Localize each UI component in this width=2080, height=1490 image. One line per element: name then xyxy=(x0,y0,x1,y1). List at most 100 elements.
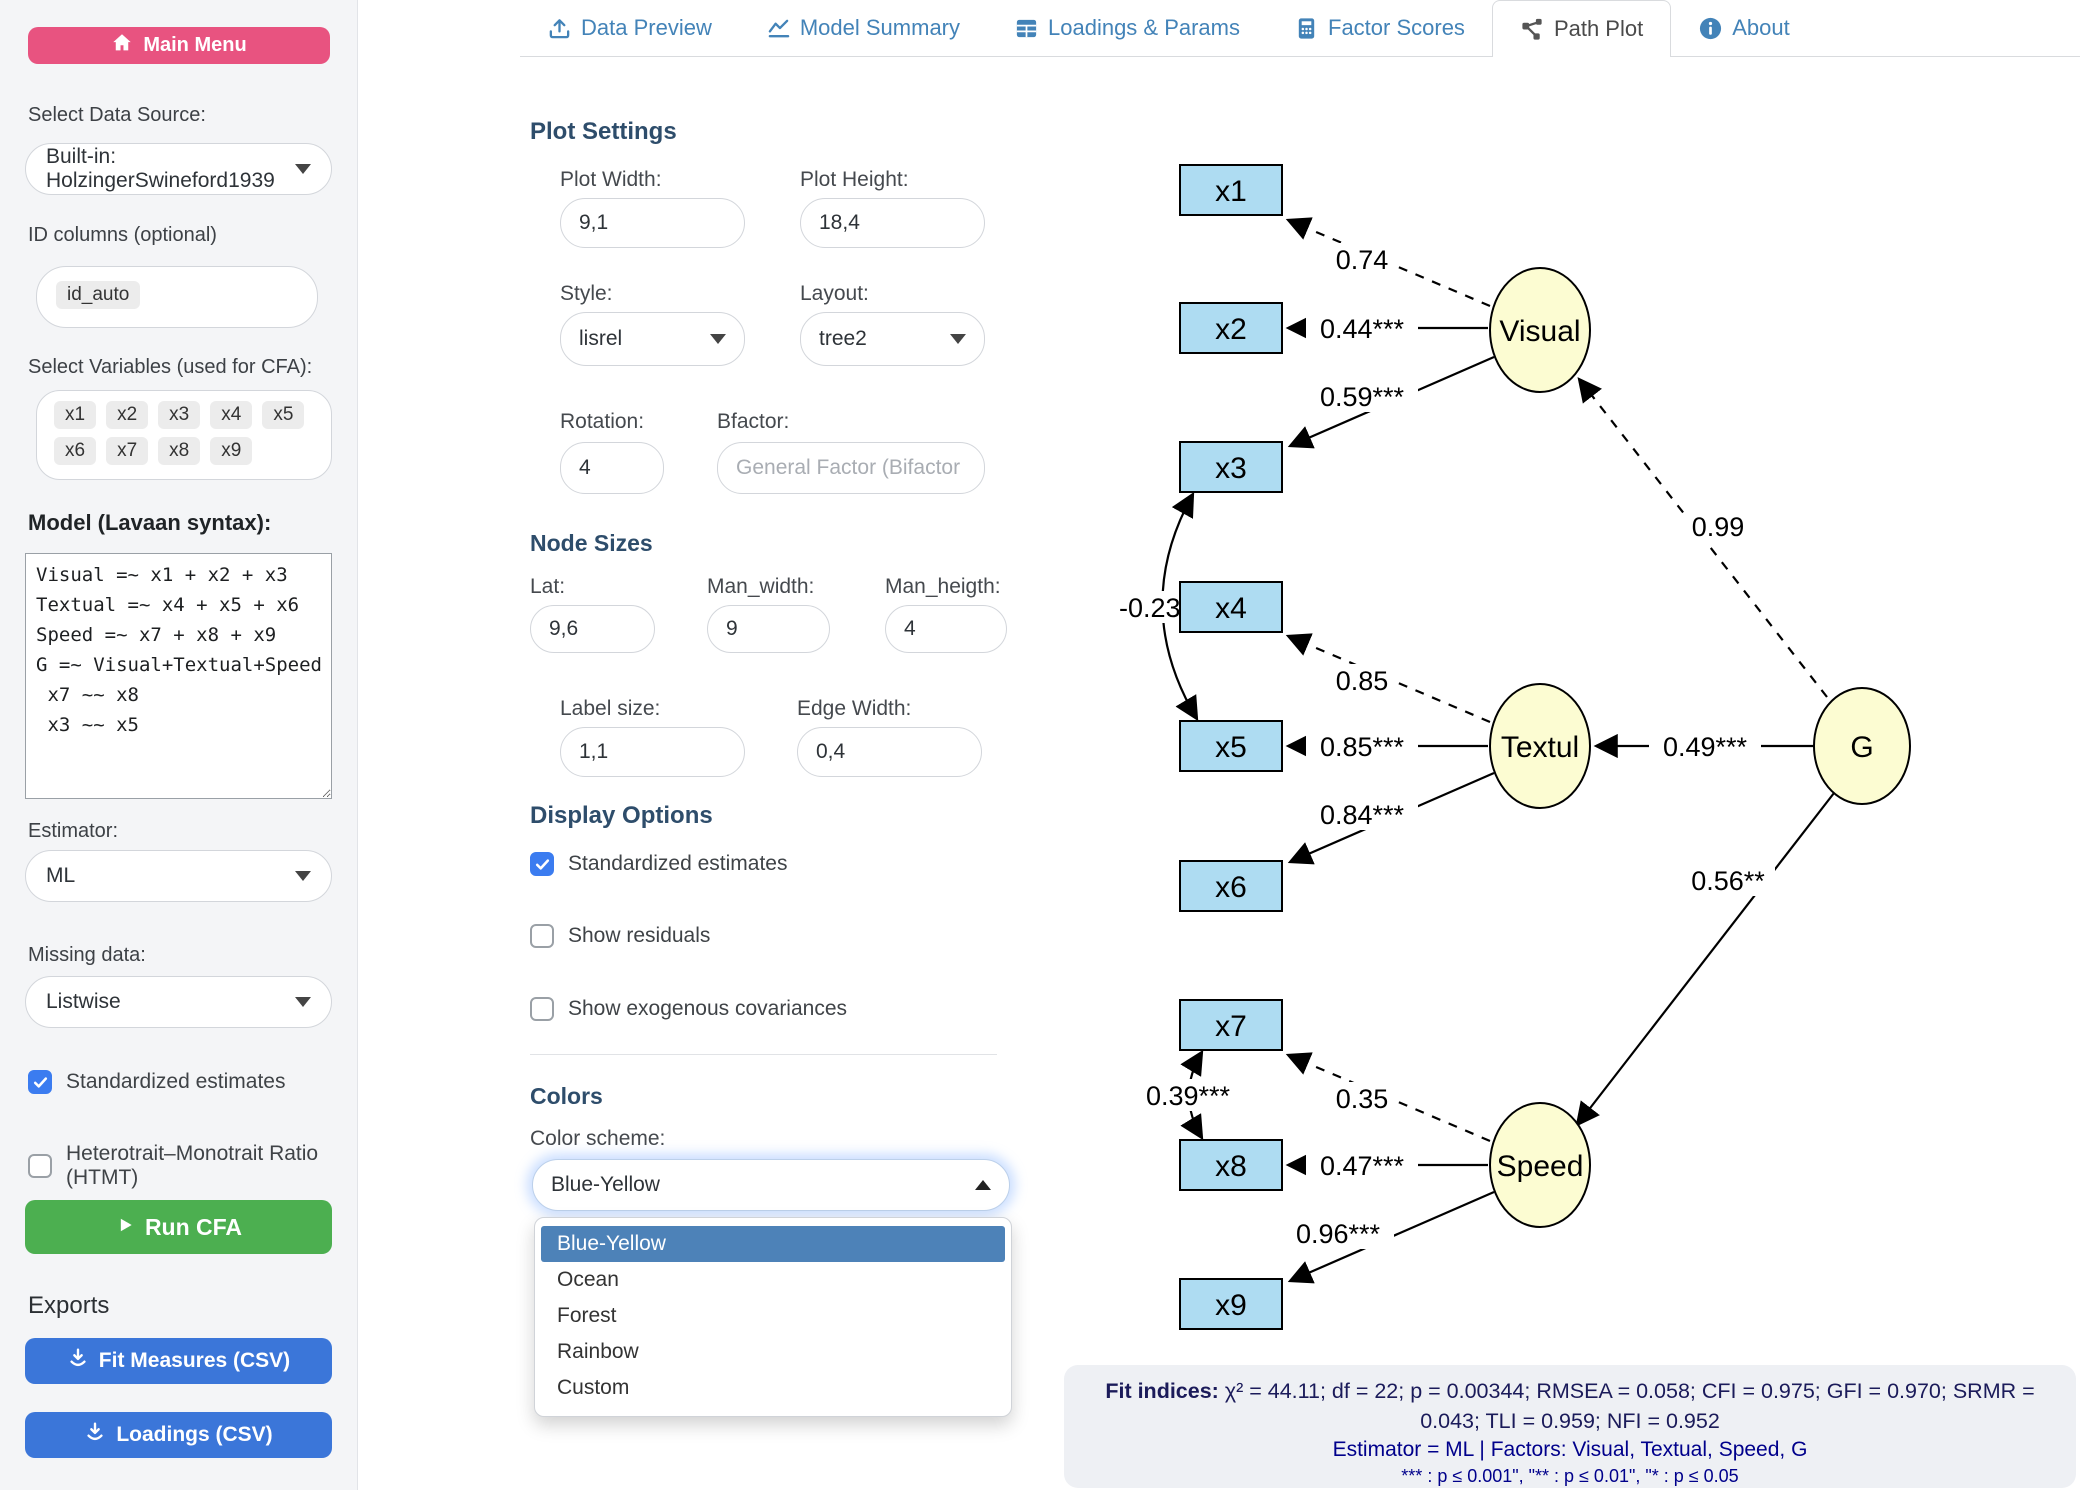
dropdown-option-custom[interactable]: Custom xyxy=(557,1376,630,1399)
fit-stats-prefix: Fit indices: xyxy=(1105,1379,1219,1403)
section-divider xyxy=(530,1054,997,1055)
show-residuals-label: Show residuals xyxy=(568,924,711,947)
edge-label: 0.35 xyxy=(1336,1084,1389,1114)
rotation-label: Rotation: xyxy=(560,410,645,433)
dropdown-option-blue-yellow[interactable]: Blue-Yellow xyxy=(541,1226,1005,1262)
lat-input[interactable] xyxy=(530,605,655,653)
standardized-estimates-option[interactable]: Standardized estimates xyxy=(530,852,787,876)
latent-nodes: Visual Textul Speed G xyxy=(1489,267,1911,1228)
style-select[interactable]: lisrel xyxy=(560,312,745,366)
show-residuals-option[interactable]: Show residuals xyxy=(530,924,710,948)
dropdown-option-forest[interactable]: Forest xyxy=(557,1304,617,1327)
edge-width-input[interactable] xyxy=(797,727,982,777)
man-width-label: Man_width: xyxy=(707,575,815,598)
missing-data-select[interactable]: Listwise xyxy=(25,976,332,1028)
node-label: x9 xyxy=(1215,1289,1247,1322)
share-nodes-icon xyxy=(1520,17,1545,42)
model-syntax-textarea[interactable]: Visual =~ x1 + x2 + x3 Textual =~ x4 + x… xyxy=(25,553,332,799)
edge-label: 0.47*** xyxy=(1320,1151,1405,1181)
dropdown-option-rainbow[interactable]: Rainbow xyxy=(557,1340,639,1363)
plot-height-input[interactable] xyxy=(800,198,985,248)
estimator-select[interactable]: ML xyxy=(25,850,332,902)
bfactor-input[interactable] xyxy=(717,442,985,494)
node-label: x1 xyxy=(1215,175,1247,208)
checkbox-unchecked[interactable] xyxy=(530,997,554,1021)
exports-heading: Exports xyxy=(28,1292,110,1319)
fit-indices-panel: Fit indices: χ² = 44.11; df = 22; p = 0.… xyxy=(1064,1365,2076,1488)
tab-model-summary[interactable]: Model Summary xyxy=(739,0,987,56)
edge-label: 0.96*** xyxy=(1296,1219,1381,1249)
variable-chip[interactable]: x3 xyxy=(158,401,201,429)
chevron-down-icon xyxy=(295,997,311,1007)
node-speed xyxy=(1489,1102,1591,1228)
color-scheme-dropdown: Blue-Yellow Ocean Forest Rainbow Custom xyxy=(534,1217,1012,1417)
id-chip[interactable]: id_auto xyxy=(56,281,141,309)
variable-chip[interactable]: x5 xyxy=(262,401,305,429)
variables-label: Select Variables (used for CFA): xyxy=(28,356,313,378)
chart-line-icon xyxy=(766,16,791,41)
edge-label: 0.56** xyxy=(1691,866,1765,896)
tab-factor-scores[interactable]: Factor Scores xyxy=(1267,0,1492,56)
tab-label: Loadings & Params xyxy=(1048,15,1240,40)
layout-select[interactable]: tree2 xyxy=(800,312,985,366)
loadings-csv-label: Loadings (CSV) xyxy=(116,1423,273,1446)
edge-label: 0.84*** xyxy=(1320,800,1405,830)
node-label: x8 xyxy=(1215,1150,1247,1183)
variable-chip[interactable]: x6 xyxy=(54,437,97,465)
variable-chip[interactable]: x2 xyxy=(106,401,149,429)
variables-input[interactable]: x1 x2 x3 x4 x5 x6 x7 x8 x9 xyxy=(36,390,332,480)
tab-about[interactable]: About xyxy=(1671,0,1817,56)
variable-chip[interactable]: x8 xyxy=(158,437,201,465)
run-cfa-label: Run CFA xyxy=(144,1213,243,1240)
show-exogenous-option[interactable]: Show exogenous covariances xyxy=(530,997,847,1021)
dropdown-option-ocean[interactable]: Ocean xyxy=(557,1268,619,1291)
tab-loadings-params[interactable]: Loadings & Params xyxy=(987,0,1267,56)
style-label: Style: xyxy=(560,282,613,305)
run-cfa-button[interactable]: Run CFA xyxy=(25,1200,332,1254)
variable-chip[interactable]: x7 xyxy=(106,437,149,465)
chevron-up-icon xyxy=(975,1180,991,1190)
checkbox-checked[interactable] xyxy=(530,852,554,876)
main-menu-button[interactable]: Main Menu xyxy=(28,27,330,64)
man-height-input[interactable] xyxy=(885,605,1007,653)
node-textual xyxy=(1489,683,1591,809)
display-options-heading: Display Options xyxy=(530,802,713,829)
chevron-down-icon xyxy=(950,334,966,344)
main-menu-label: Main Menu xyxy=(143,34,247,56)
show-exogenous-label: Show exogenous covariances xyxy=(568,997,848,1020)
fit-significance-line: *** : p ≤ 0.001", "** : p ≤ 0.01", "* : … xyxy=(1401,1466,1739,1486)
htmt-label: Heterotrait–Monotrait Ratio (HTMT) xyxy=(66,1142,319,1189)
id-columns-input[interactable]: id_auto xyxy=(36,266,318,328)
tab-path-plot[interactable]: Path Plot xyxy=(1491,0,1672,57)
fit-stats-line: Fit indices: χ² = 44.11; df = 22; p = 0.… xyxy=(1090,1376,2050,1436)
data-source-label: Select Data Source: xyxy=(28,104,206,126)
label-size-input[interactable] xyxy=(560,727,745,777)
data-source-select[interactable]: Built-in: HolzingerSwineford1939 xyxy=(25,143,332,195)
plot-width-input[interactable] xyxy=(560,198,745,248)
checkbox-unchecked[interactable] xyxy=(28,1154,52,1178)
variable-chip[interactable]: x1 xyxy=(54,401,97,429)
manifest-nodes: x1 x2 x3 x4 x5 x6 x7 x8 x9 xyxy=(1179,164,1283,1330)
color-scheme-select[interactable]: Blue-Yellow xyxy=(532,1159,1010,1211)
fit-stats-values: χ² = 44.11; df = 22; p = 0.00344; RMSEA … xyxy=(1224,1379,2035,1433)
edge-width-label: Edge Width: xyxy=(797,697,912,720)
standardized-estimates-label: Standardized estimates xyxy=(66,1070,286,1093)
checkbox-checked[interactable] xyxy=(28,1070,52,1094)
checkbox-unchecked[interactable] xyxy=(530,924,554,948)
fit-measures-csv-button[interactable]: Fit Measures (CSV) xyxy=(25,1338,332,1384)
download-icon xyxy=(67,1347,89,1375)
variable-chip[interactable]: x9 xyxy=(210,437,253,465)
htmt-checkbox[interactable]: Heterotrait–Monotrait Ratio (HTMT) xyxy=(28,1142,357,1190)
node-label: x3 xyxy=(1215,452,1247,485)
node-x7 xyxy=(1179,999,1283,1051)
node-label: x2 xyxy=(1215,313,1247,346)
man-width-input[interactable] xyxy=(707,605,830,653)
variable-chip[interactable]: x4 xyxy=(210,401,253,429)
loadings-csv-button[interactable]: Loadings (CSV) xyxy=(25,1412,332,1458)
rotation-input[interactable] xyxy=(560,442,664,494)
tab-data-preview[interactable]: Data Preview xyxy=(520,0,739,56)
standardized-estimates-checkbox[interactable]: Standardized estimates xyxy=(28,1070,285,1094)
node-x4 xyxy=(1179,581,1283,633)
plot-settings-heading: Plot Settings xyxy=(530,118,677,145)
data-source-value: Built-in: HolzingerSwineford1939 xyxy=(46,145,275,192)
